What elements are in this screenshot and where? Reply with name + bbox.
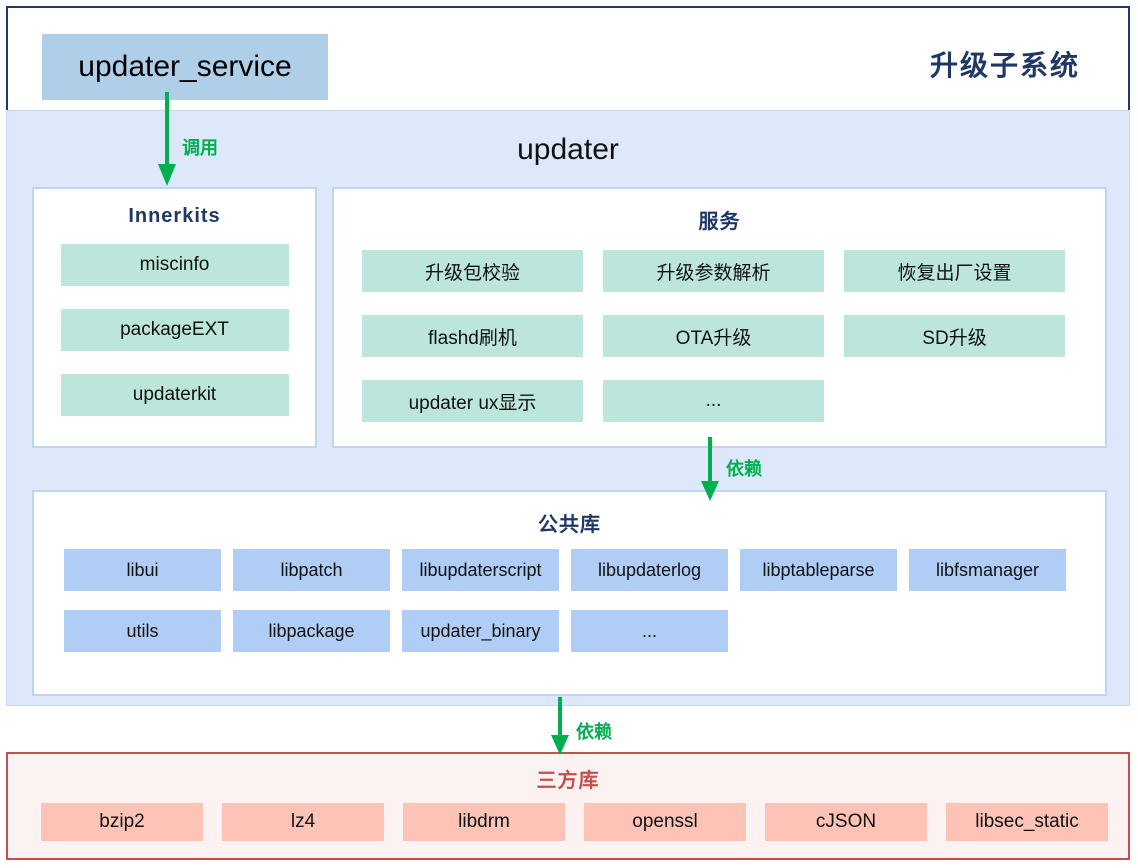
common-library-chip[interactable]: libupdaterlog (571, 549, 728, 591)
page-title: 升级子系统 (929, 50, 1080, 81)
dependency-arrow-2-icon (551, 697, 569, 755)
updater-service-box[interactable]: updater_service (42, 34, 328, 100)
common-library-chip[interactable]: libupdaterscript (402, 549, 559, 591)
service-chip[interactable]: 恢复出厂设置 (844, 250, 1065, 292)
dependency-arrow-1-icon (701, 437, 719, 501)
innerkits-card: Innerkits miscinfo packageEXT updaterkit (32, 187, 317, 448)
service-chip[interactable]: updater ux显示 (362, 380, 583, 422)
common-library-chip[interactable]: libpackage (233, 610, 390, 652)
innerkits-chip-list: miscinfo packageEXT updaterkit (34, 244, 315, 439)
common-library-chip[interactable]: libui (64, 549, 221, 591)
common-library-chip[interactable]: ... (571, 610, 728, 652)
dependency-arrow-2-label: 依赖 (576, 722, 612, 742)
third-party-chip[interactable]: lz4 (222, 803, 384, 841)
common-library-chip[interactable]: libpatch (233, 549, 390, 591)
service-chip[interactable]: ... (603, 380, 824, 422)
common-library-chip[interactable]: utils (64, 610, 221, 652)
services-card: 服务 升级包校验升级参数解析恢复出厂设置 flashd刷机 OTA升级 SD升级 upd… (332, 187, 1107, 448)
common-library-card: 公共库 libui libpatch libupdaterscript libupda… (32, 490, 1107, 696)
services-chip-list: 升级包校验升级参数解析恢复出厂设置 flashd刷机 OTA升级 SD升级 update… (334, 250, 1105, 445)
common-library-chip-list: libui libpatch libupdaterscript libupdaterl… (34, 549, 1105, 671)
services-title: 服务 (698, 211, 741, 233)
updater-panel-title: updater (517, 133, 619, 166)
third-party-chip[interactable]: libsec_static (946, 803, 1108, 841)
common-library-chip[interactable]: libptableparse (740, 549, 897, 591)
service-chip[interactable]: 升级参数解析 (603, 250, 824, 292)
service-chip[interactable]: flashd刷机 (362, 315, 583, 357)
third-party-chip[interactable]: cJSON (765, 803, 927, 841)
third-party-panel: 三方库 bzip2 lz4 libdrm openssl cJSON libsec_sta… (6, 752, 1130, 860)
third-party-chip[interactable]: bzip2 (41, 803, 203, 841)
call-arrow-label: 调用 (182, 138, 218, 158)
common-library-chip[interactable]: libfsmanager (909, 549, 1066, 591)
call-arrow-icon (158, 92, 176, 186)
service-chip[interactable]: SD升级 (844, 315, 1065, 357)
third-party-chip-list: bzip2 lz4 libdrm openssl cJSON libsec_static (8, 803, 1128, 841)
innerkits-title: Innerkits (128, 205, 221, 227)
third-party-chip[interactable]: openssl (584, 803, 746, 841)
third-party-title: 三方库 (536, 770, 600, 792)
innerkits-chip[interactable]: packageEXT (60, 309, 289, 351)
innerkits-chip[interactable]: miscinfo (60, 244, 289, 286)
service-chip[interactable]: OTA升级 (603, 315, 824, 357)
third-party-chip[interactable]: libdrm (403, 803, 565, 841)
common-library-title: 公共库 (538, 514, 601, 536)
innerkits-chip[interactable]: updaterkit (60, 374, 289, 416)
service-chip[interactable]: 升级包校验 (362, 250, 583, 292)
updater-panel: updater Innerkits miscinfo packageEXT upda… (6, 110, 1130, 706)
dependency-arrow-1-label: 依赖 (726, 459, 762, 479)
common-library-chip[interactable]: updater_binary (402, 610, 559, 652)
